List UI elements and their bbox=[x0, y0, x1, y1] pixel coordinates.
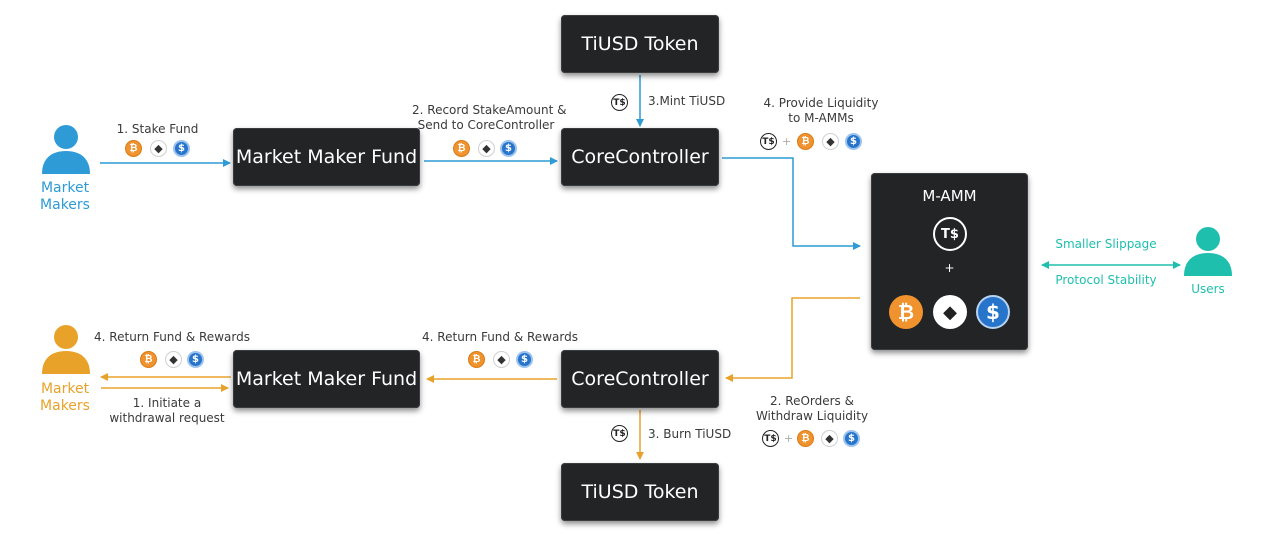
edge-provide-liquidity bbox=[722, 157, 861, 250]
m-amm-node: M-AMM T$ + ₿ ◆ $ bbox=[871, 173, 1028, 350]
person-icon bbox=[42, 325, 90, 374]
stake-fund-label: 1. Stake Fund bbox=[116, 122, 199, 136]
market-maker-fund-top-node: Market Maker Fund bbox=[233, 128, 420, 186]
usdc-icon: $ bbox=[187, 351, 204, 368]
tiusd-icon: T$ bbox=[933, 217, 967, 251]
tiusd-token-top-node: TiUSD Token bbox=[561, 15, 719, 73]
bitcoin-icon: ₿ bbox=[125, 140, 142, 157]
core-controller-top-node: CoreController bbox=[561, 128, 719, 186]
bitcoin-icon: ₿ bbox=[889, 295, 923, 329]
bitcoin-icon: ₿ bbox=[453, 140, 470, 157]
core-controller-bottom-node: CoreController bbox=[561, 350, 719, 408]
usdc-icon: $ bbox=[845, 133, 862, 150]
reorders-label: 2. ReOrders &Withdraw Liquidity bbox=[755, 394, 869, 423]
users-avatar bbox=[1182, 226, 1234, 278]
burn-tiusd-label: 3. Burn TiUSD bbox=[648, 427, 732, 441]
ethereum-icon: ◆ bbox=[478, 140, 495, 157]
edge-reorders bbox=[725, 297, 860, 382]
tiusd-icon: T$ bbox=[762, 430, 779, 447]
usdc-icon: $ bbox=[976, 295, 1010, 329]
bitcoin-icon: ₿ bbox=[797, 133, 814, 150]
bitcoin-icon: ₿ bbox=[140, 351, 157, 368]
ethereum-icon: ◆ bbox=[493, 351, 510, 368]
bitcoin-icon: ₿ bbox=[468, 351, 485, 368]
mint-tiusd-label: 3.Mint TiUSD bbox=[648, 94, 726, 108]
ethereum-icon: ◆ bbox=[165, 351, 182, 368]
usdc-icon: $ bbox=[843, 430, 860, 447]
tiusd-token-bottom-node: TiUSD Token bbox=[561, 463, 719, 521]
person-icon bbox=[1184, 227, 1232, 276]
market-maker-fund-bottom-node: Market Maker Fund bbox=[233, 350, 420, 408]
tiusd-icon: T$ bbox=[611, 94, 628, 111]
person-icon bbox=[42, 125, 90, 174]
ethereum-icon: ◆ bbox=[933, 295, 967, 329]
market-makers-bottom-avatar bbox=[40, 324, 92, 376]
tiusd-icon: T$ bbox=[760, 133, 777, 150]
return-fund-mid-label: 4. Return Fund & Rewards bbox=[422, 330, 578, 344]
tiusd-icon: T$ bbox=[611, 425, 628, 442]
smaller-slippage-label: Smaller Slippage bbox=[1055, 237, 1157, 251]
m-amm-title: M-AMM bbox=[922, 187, 977, 205]
ethereum-icon: ◆ bbox=[150, 140, 167, 157]
usdc-icon: $ bbox=[516, 351, 533, 368]
record-stake-label: 2. Record StakeAmount &Send to CoreContr… bbox=[412, 103, 567, 132]
users-label: Users bbox=[1191, 282, 1225, 296]
bitcoin-icon: ₿ bbox=[797, 430, 814, 447]
m-amm-plus: + bbox=[944, 261, 955, 275]
protocol-stability-label: Protocol Stability bbox=[1055, 273, 1157, 287]
market-makers-top-avatar bbox=[40, 124, 92, 176]
ethereum-icon: ◆ bbox=[822, 133, 839, 150]
ethereum-icon: ◆ bbox=[821, 430, 838, 447]
usdc-icon: $ bbox=[500, 140, 517, 157]
return-fund-left-label: 4. Return Fund & Rewards bbox=[94, 330, 250, 344]
usdc-icon: $ bbox=[173, 140, 190, 157]
